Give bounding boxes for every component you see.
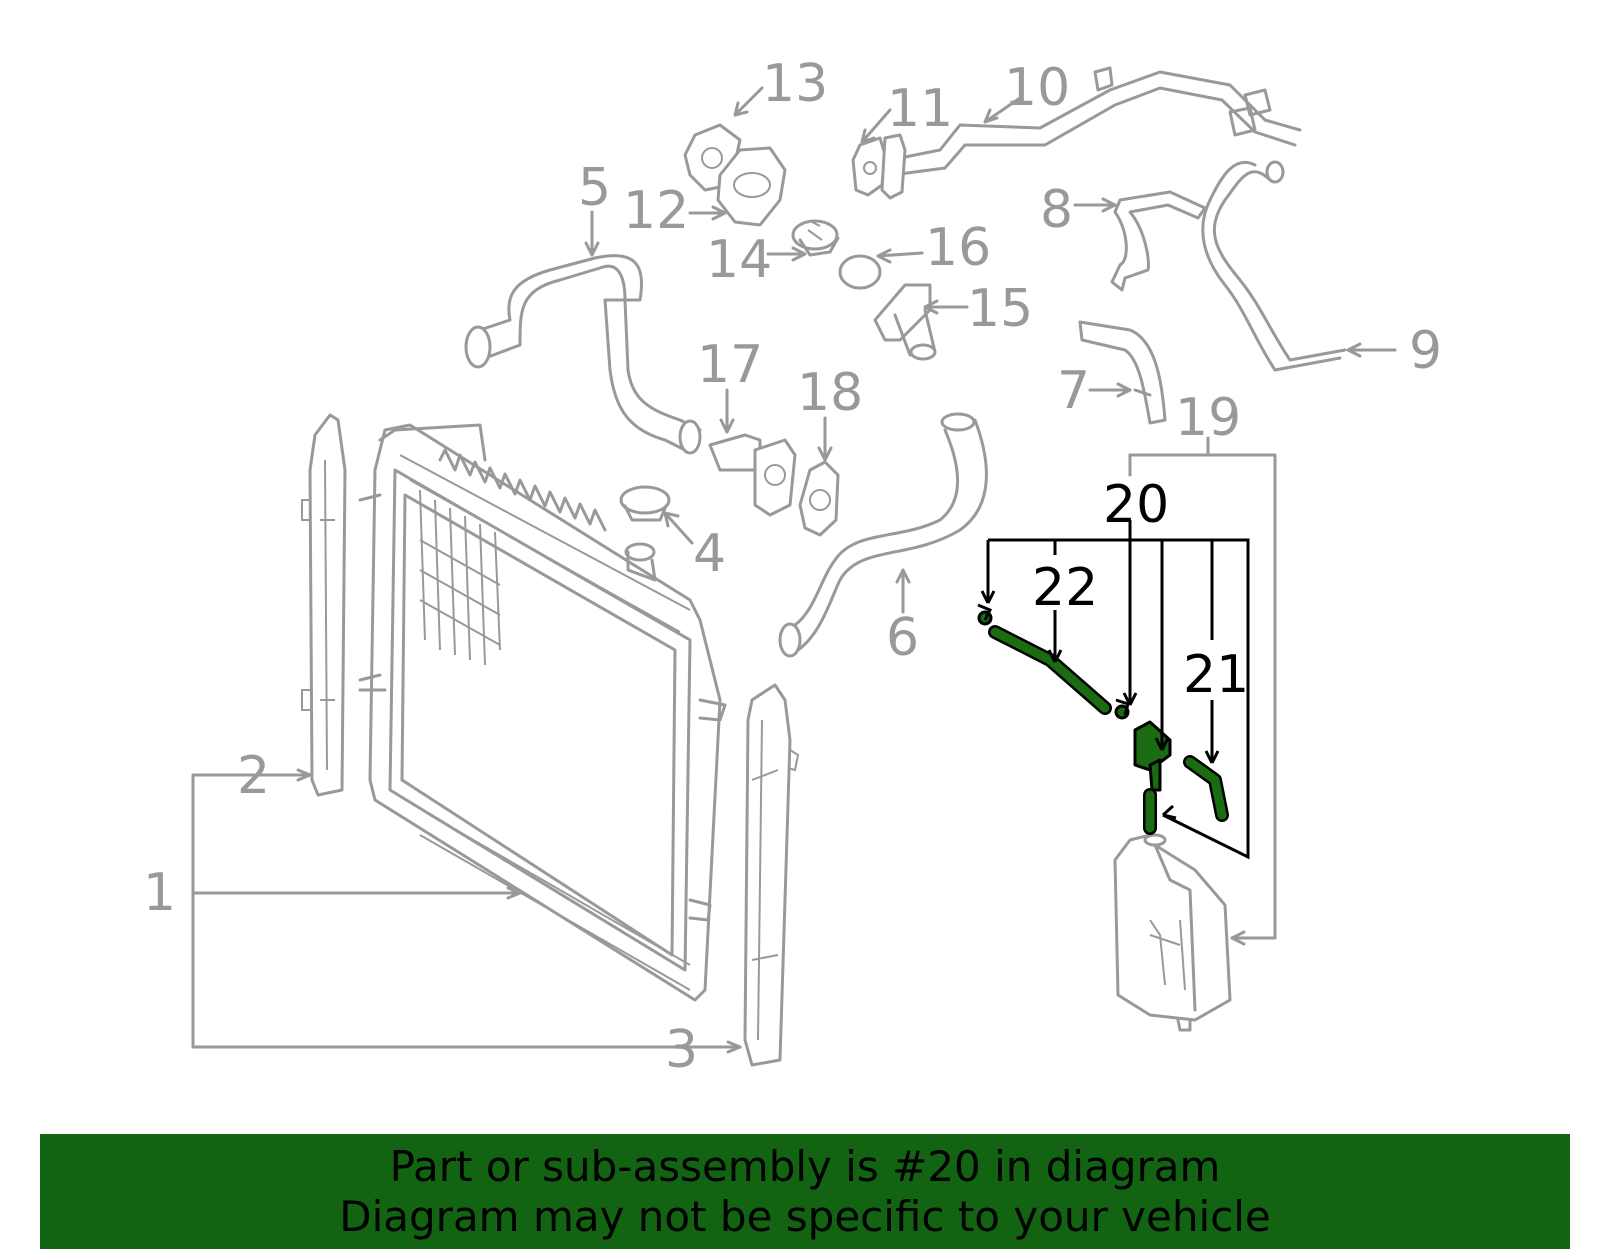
- part-label-7: 7: [1057, 361, 1090, 421]
- part-label-3: 3: [665, 1020, 698, 1080]
- upper-hose: [464, 254, 702, 455]
- part-label-1: 1: [143, 863, 176, 923]
- banner-line-disclaimer: Diagram may not be specific to your vehi…: [339, 1191, 1271, 1241]
- gasket-11: [851, 133, 907, 200]
- banner-line-part: Part or sub-assembly is #20 in diagram: [389, 1141, 1221, 1191]
- part-label-13: 13: [762, 54, 828, 114]
- part-label-6: 6: [886, 608, 919, 668]
- part-label-2: 2: [237, 746, 270, 806]
- radiator-cap: [619, 485, 671, 522]
- leader-lines-gray: [191, 86, 1397, 1054]
- side-bracket-left: [301, 413, 347, 797]
- part-label-21: 21: [1183, 645, 1249, 705]
- part-label-19: 19: [1175, 388, 1241, 448]
- part-label-9: 9: [1409, 321, 1442, 381]
- water-pipe: [888, 66, 1302, 177]
- part-label-15: 15: [967, 279, 1033, 339]
- part-label-8: 8: [1040, 180, 1073, 240]
- part-label-18: 18: [797, 363, 863, 423]
- water-outlet: [708, 433, 797, 517]
- side-bracket-right: [743, 683, 800, 1067]
- part-label-22: 22: [1032, 558, 1098, 618]
- highlighted-part-20: [977, 603, 1229, 835]
- part-label-4: 4: [693, 524, 726, 584]
- part-label-5: 5: [578, 158, 611, 218]
- part-label-11: 11: [887, 79, 953, 139]
- thermostat: [791, 219, 840, 257]
- parts-diagram: 1 2 3 4 5 6 7 8 9 10 11 12 13 14 15 16 1…: [143, 54, 1442, 1080]
- gasket-18: [798, 460, 840, 537]
- part-label-12: 12: [623, 181, 689, 241]
- thermostat-housing: [716, 146, 787, 227]
- part-label-10: 10: [1004, 58, 1070, 118]
- heater-hose-8: [1110, 190, 1207, 292]
- water-inlet: [873, 283, 937, 361]
- bypass-hose-small: [1078, 320, 1167, 425]
- part-label-20: 20: [1103, 475, 1169, 535]
- heater-hose-9: [1201, 160, 1347, 372]
- lower-hose: [778, 412, 988, 658]
- part-label-14: 14: [706, 230, 772, 290]
- part-label-16: 16: [925, 218, 991, 278]
- part-label-17: 17: [697, 335, 763, 395]
- reservoir-tank: [1113, 833, 1232, 1032]
- radiator: [358, 423, 727, 1002]
- info-banner: Part or sub-assembly is #20 in diagram D…: [40, 1134, 1570, 1249]
- leader-lines-black: [980, 520, 1250, 860]
- o-ring: [838, 254, 882, 290]
- part-labels: 1 2 3 4 5 6 7 8 9 10 11 12 13 14 15 16 1…: [143, 54, 1442, 1080]
